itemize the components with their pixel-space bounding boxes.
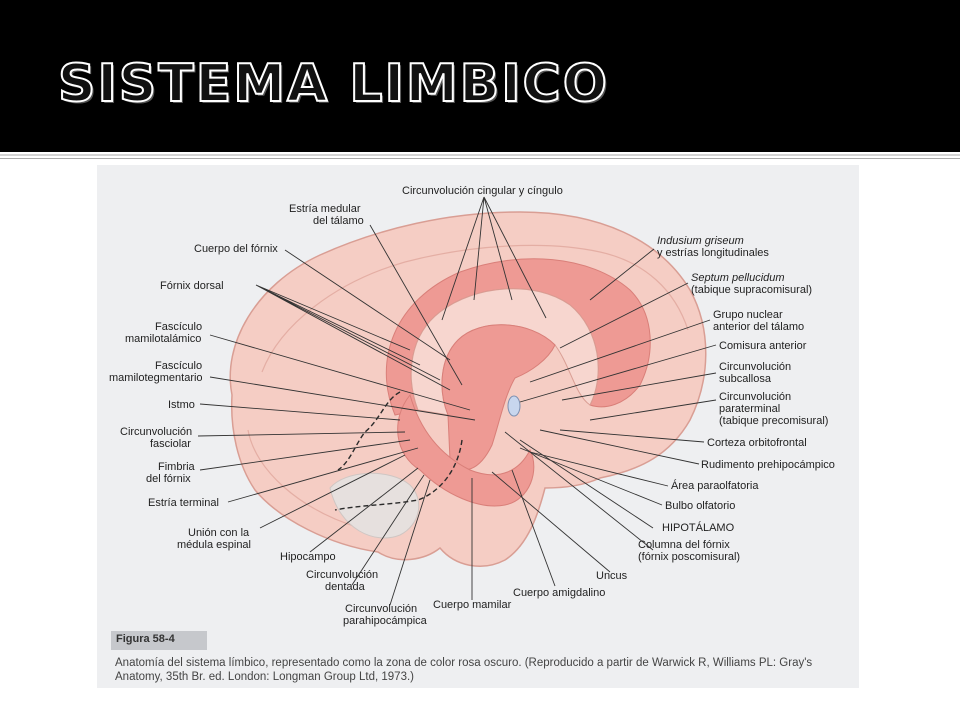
divider-line bbox=[0, 154, 960, 156]
label-circunvolucion-cingular: Circunvolución cingular y cíngulo bbox=[402, 185, 563, 197]
gyri-outline bbox=[261, 244, 689, 373]
anterior-commissure bbox=[507, 395, 521, 417]
label-septum-1: Septum pellucidum bbox=[691, 272, 785, 284]
label-union-1: Unión con la bbox=[188, 527, 250, 539]
label-fasciculo-mteg-2: mamilotegmentario bbox=[109, 372, 203, 384]
label-circ-subcallosa-1: Circunvolución bbox=[719, 361, 791, 373]
label-cuerpo-mamilar: Cuerpo mamilar bbox=[433, 599, 512, 611]
label-rudimento: Rudimento prehipocámpico bbox=[701, 459, 835, 471]
caption-line-2: Anatomy, 35th Br. ed. London: Longman Gr… bbox=[115, 671, 414, 683]
label-circ-paraterminal-1: Circunvolución bbox=[719, 391, 791, 403]
label-cuerpo-amigdalino: Cuerpo amigdalino bbox=[513, 587, 605, 599]
label-fasciculo-mt-2: mamilotalámico bbox=[125, 333, 201, 345]
slide-title: SISTEMA LIMBICO bbox=[57, 53, 609, 115]
figure-label: Figura 58-4 bbox=[116, 633, 175, 645]
label-istmo: Istmo bbox=[168, 399, 195, 411]
label-fornix-dorsal: Fórnix dorsal bbox=[160, 280, 224, 292]
label-fasciculo-mteg-1: Fascículo bbox=[155, 360, 202, 372]
label-columna-fornix-1: Columna del fórnix bbox=[638, 539, 730, 551]
figure-label-bar bbox=[111, 631, 207, 650]
label-estria-medular-1: Estría medular bbox=[289, 203, 361, 215]
label-circ-paraterminal-3: (tabique precomisural) bbox=[719, 415, 828, 427]
label-union-2: médula espinal bbox=[177, 539, 251, 551]
label-circ-fasciolar-1: Circunvolución bbox=[120, 426, 192, 438]
label-hipocampo: Hipocampo bbox=[280, 551, 336, 563]
label-circ-parahip-1: Circunvolución bbox=[345, 603, 417, 615]
leader-lines bbox=[197, 196, 717, 606]
label-septum-2: (tabique supracomisural) bbox=[691, 284, 812, 296]
label-estria-medular-2: del tálamo bbox=[313, 215, 364, 227]
caption-line-1: Anatomía del sistema límbico, representa… bbox=[115, 657, 813, 669]
label-circ-fasciolar-2: fasciolar bbox=[150, 438, 191, 450]
label-comisura-anterior: Comisura anterior bbox=[719, 340, 807, 352]
label-cuerpo-fornix: Cuerpo del fórnix bbox=[194, 243, 278, 255]
label-hipotalamo: HIPOTÁLAMO bbox=[662, 521, 735, 534]
figure-caption: Anatomía del sistema límbico, representa… bbox=[115, 656, 845, 684]
label-corteza-orbitofrontal: Corteza orbitofrontal bbox=[707, 437, 807, 449]
label-indusium-1: Indusium griseum bbox=[657, 235, 744, 247]
label-grupo-nuclear-2: anterior del tálamo bbox=[713, 321, 804, 333]
label-area-paraolfatoria: Área paraolfatoria bbox=[671, 479, 759, 492]
dashed-outline bbox=[334, 391, 463, 511]
label-fimbria-2: del fórnix bbox=[146, 473, 191, 485]
label-fimbria-1: Fimbria bbox=[158, 461, 196, 473]
fornix-region bbox=[441, 324, 556, 471]
label-columna-fornix-2: (fórnix poscomisural) bbox=[638, 551, 740, 563]
label-circ-paraterminal-2: paraterminal bbox=[719, 403, 780, 415]
label-estria-terminal: Estría terminal bbox=[148, 497, 219, 509]
label-indusium-2: y estrías longitudinales bbox=[657, 247, 769, 259]
label-uncus: Uncus bbox=[596, 570, 628, 582]
label-grupo-nuclear-1: Grupo nuclear bbox=[713, 309, 783, 321]
label-circ-parahip-2: parahipocámpica bbox=[343, 615, 428, 627]
label-circ-subcallosa-2: subcallosa bbox=[719, 373, 772, 385]
gyri-outline-2 bbox=[247, 429, 361, 529]
divider-line-thin bbox=[0, 158, 960, 159]
label-bulbo-olfatorio: Bulbo olfatorio bbox=[665, 500, 735, 512]
title-bar bbox=[0, 0, 960, 152]
label-circ-dentada-1: Circunvolución bbox=[306, 569, 378, 581]
label-circ-dentada-2: dentada bbox=[325, 581, 366, 593]
label-fasciculo-mt-1: Fascículo bbox=[155, 321, 202, 333]
